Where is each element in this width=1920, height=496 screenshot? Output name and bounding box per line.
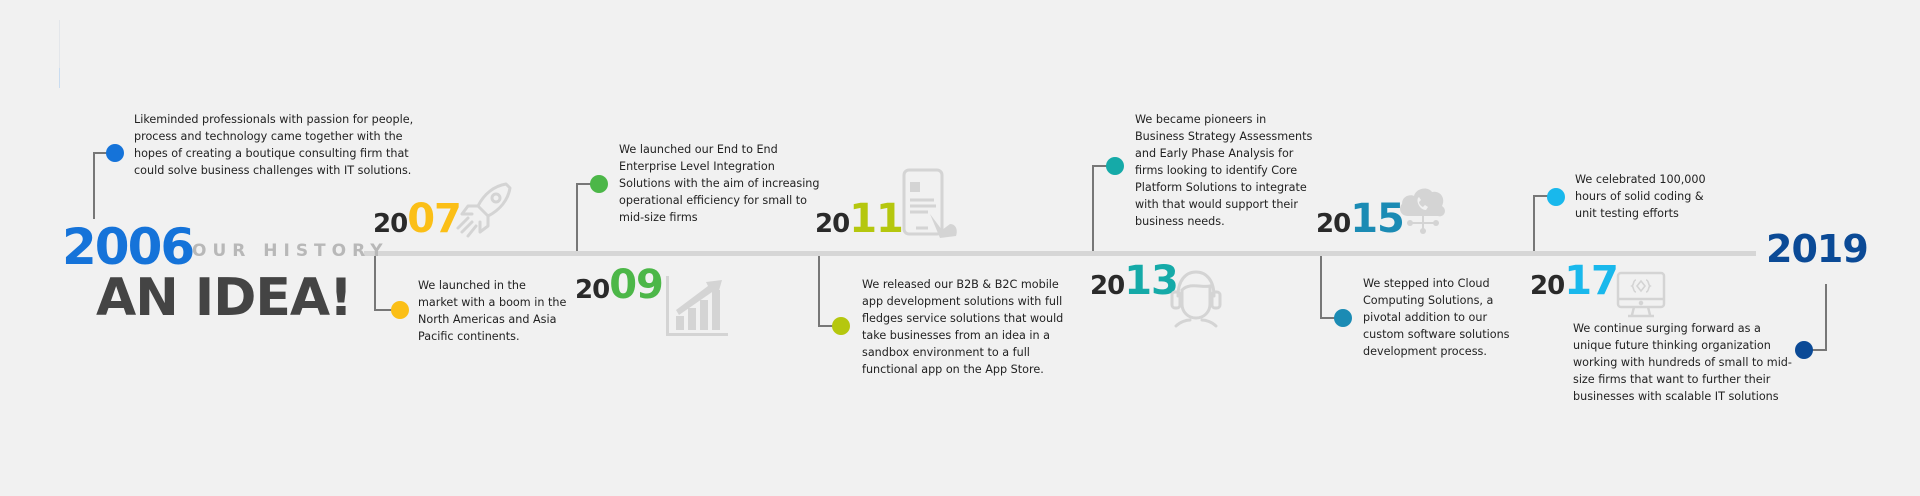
- milestone-text-2015: We stepped into Cloud Computing Solution…: [1363, 277, 1510, 358]
- year-2009: 2009: [575, 262, 664, 308]
- milestone-dot-2015: [1334, 309, 1352, 327]
- year-2013: 2013: [1090, 258, 1179, 304]
- connector-2007: [374, 256, 376, 310]
- timeline-bar: [364, 251, 1756, 256]
- connector-2006-h: [93, 152, 107, 154]
- section-label: OUR HISTORY: [192, 241, 389, 261]
- headset-support-icon: [1170, 268, 1222, 328]
- mobile-touch-icon: [898, 168, 962, 240]
- cloud-phone-icon: [1396, 184, 1450, 234]
- year-2007: 2007: [373, 196, 462, 242]
- milestone-dot-2013: [1106, 157, 1124, 175]
- rocket-icon: [454, 178, 516, 240]
- milestone-dot-2019: [1795, 341, 1813, 359]
- milestone-text-2009: We launched our End to End Enterprise Le…: [619, 143, 820, 224]
- connector-2017: [1533, 196, 1535, 251]
- start-year: 2006: [62, 218, 195, 276]
- milestone-dot-2009: [590, 175, 608, 193]
- connector-2011-h: [818, 325, 834, 327]
- connector-2015: [1320, 256, 1322, 318]
- connector-2007-h: [374, 309, 392, 311]
- end-year: 2019: [1766, 227, 1869, 271]
- year-2015: 2015: [1316, 196, 1405, 242]
- connector-2011: [818, 256, 820, 326]
- connector-2013: [1092, 166, 1094, 251]
- connector-2017-h: [1533, 195, 1549, 197]
- connector-2015-h: [1320, 317, 1336, 319]
- connector-2009-h: [576, 183, 592, 185]
- year-2017: 2017: [1530, 258, 1619, 304]
- milestone-dot-2006: [106, 144, 124, 162]
- milestone-dot-2007: [391, 301, 409, 319]
- connector-2013-h: [1092, 165, 1108, 167]
- milestone-text-2019: We continue surging forward as a unique …: [1573, 322, 1792, 403]
- milestone-text-2006: Likeminded professionals with passion fo…: [134, 113, 414, 177]
- connector-2019: [1825, 284, 1827, 350]
- decorative-divider: [59, 20, 60, 88]
- milestone-text-2013: We became pioneers in Business Strategy …: [1135, 113, 1313, 228]
- milestone-text-2017: We celebrated 100,000 hours of solid cod…: [1575, 173, 1706, 220]
- milestone-text-2007: We launched in the market with a boom in…: [418, 279, 567, 343]
- milestone-dot-2011: [832, 317, 850, 335]
- monitor-code-icon: [1616, 271, 1666, 319]
- connector-2019-h: [1812, 349, 1827, 351]
- milestone-dot-2017: [1547, 188, 1565, 206]
- milestone-text-2011: We released our B2B & B2C mobile app dev…: [862, 278, 1064, 376]
- headline: AN IDEA!: [96, 268, 353, 328]
- growth-chart-icon: [664, 274, 730, 340]
- connector-2009: [576, 184, 578, 251]
- connector-2006: [93, 153, 95, 219]
- year-2011: 2011: [815, 196, 904, 242]
